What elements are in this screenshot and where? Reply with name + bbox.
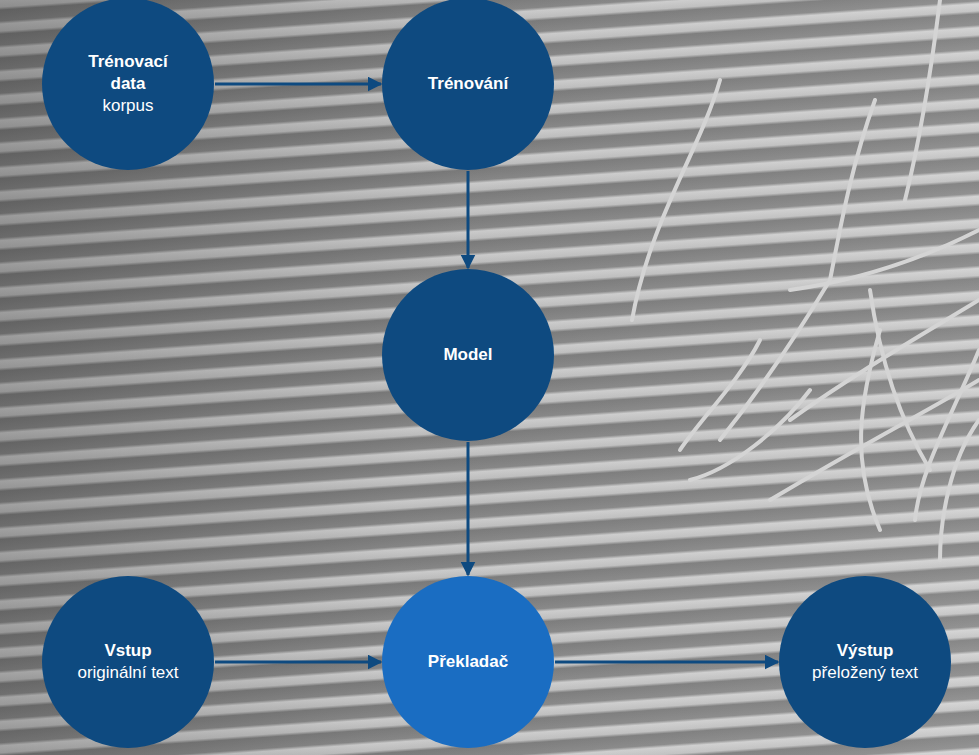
arrow-connector xyxy=(555,661,778,664)
circle-node: Trénování xyxy=(382,0,554,170)
node-subtitle: korpus xyxy=(102,95,153,117)
circle-shape xyxy=(779,576,951,748)
circle-node: Vstuporiginální text xyxy=(42,576,214,748)
node-title: Trénování xyxy=(428,73,508,95)
circle-node: Výstuppřeložený text xyxy=(779,576,951,748)
circle-shape xyxy=(42,576,214,748)
node-title: Trénovací data xyxy=(69,51,187,95)
arrow-connector xyxy=(467,442,470,575)
node-title: Výstup xyxy=(837,640,894,662)
node-title: Vstup xyxy=(104,640,151,662)
circle-node: Trénovací datakorpus xyxy=(42,0,214,170)
arrow-connector xyxy=(467,171,470,268)
arrow-connector xyxy=(215,661,381,664)
node-subtitle: přeložený text xyxy=(812,662,918,684)
circle-node: Model xyxy=(382,269,554,441)
arrow-connector xyxy=(215,83,381,86)
node-title: Překladač xyxy=(428,651,508,673)
node-subtitle: originální text xyxy=(77,662,178,684)
node-title: Model xyxy=(443,344,492,366)
circle-node: Překladač xyxy=(382,576,554,748)
